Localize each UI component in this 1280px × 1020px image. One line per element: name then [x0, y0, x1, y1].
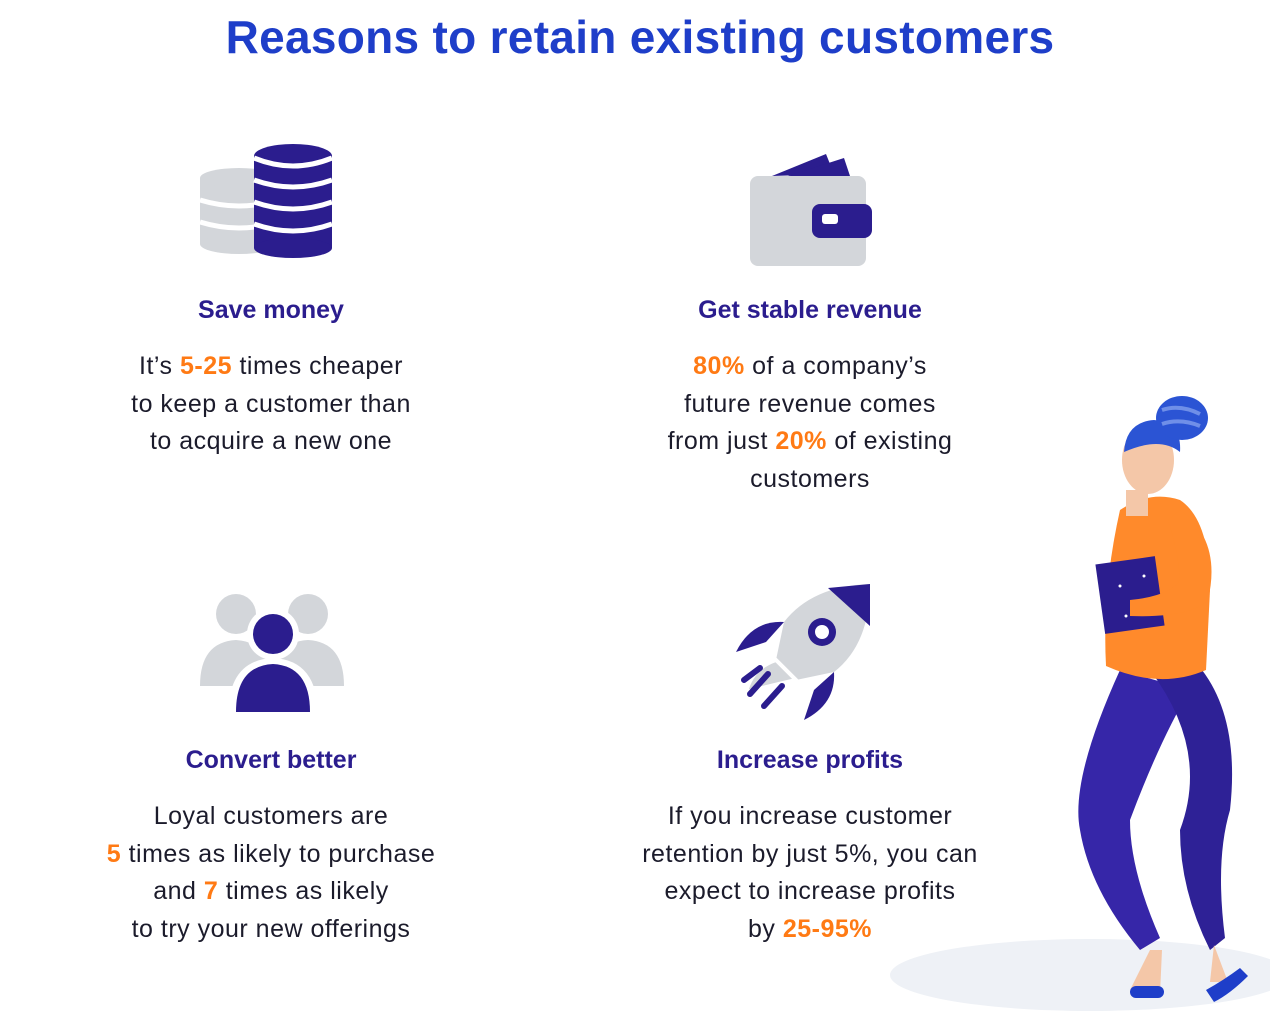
text-segment: retention by just 5%, you can	[642, 839, 978, 868]
text-segment: times cheaper	[232, 352, 403, 380]
text-segment: and	[153, 877, 204, 905]
reason-text-line: If you increase customer	[600, 798, 1020, 836]
text-segment: customers	[750, 464, 870, 493]
page-title: Reasons to retain existing customers	[225, 11, 1055, 63]
text-segment: to keep a customer than	[131, 389, 411, 418]
highlight-stat: 5	[106, 839, 122, 868]
reason-text-line: Loyal customers are	[61, 798, 481, 836]
text-segment: It’s	[139, 352, 180, 380]
text-segment: expect to increase profits	[664, 877, 956, 905]
reason-text-line: from just 20% of existing	[600, 423, 1020, 461]
reason-text-line: retention by just 5%, you can	[600, 836, 1020, 874]
text-segment: of a company’s	[744, 352, 927, 380]
reason-text-increase-profits: If you increase customer retention by jus…	[600, 798, 1020, 948]
highlight-stat: 7	[203, 877, 219, 905]
reason-text-line: customers	[600, 461, 1020, 499]
reason-text-line: expect to increase profits	[600, 873, 1020, 911]
coin-stack-icon	[199, 144, 333, 258]
text-segment: future revenue comes	[684, 389, 936, 418]
reason-text-line: to try your new offerings	[61, 911, 481, 949]
reason-text-line: and 7 times as likely	[61, 873, 481, 911]
reason-heading-stable-revenue: Get stable revenue	[698, 296, 922, 324]
reason-heading-convert-better: Convert better	[185, 746, 357, 774]
reason-text-line: future revenue comes	[600, 386, 1020, 424]
reason-heading-save-money: Save money	[198, 296, 344, 324]
highlight-stat: 25-95%	[782, 914, 873, 943]
reason-text-stable-revenue: 80% of a company’s future revenue comes fr…	[600, 348, 1020, 498]
highlight-stat: 20%	[775, 427, 827, 455]
reason-heading-increase-profits: Increase profits	[716, 746, 904, 774]
highlight-stat: 5-25	[179, 352, 233, 380]
reason-text-line: to acquire a new one	[61, 423, 481, 461]
text-segment: to try your new offerings	[131, 914, 411, 943]
reason-text-convert-better: Loyal customers are 5 times as likely to …	[61, 798, 481, 948]
woman-holding-book-illustration	[890, 396, 1270, 1011]
text-segment: Loyal customers are	[153, 802, 389, 830]
reason-text-line: to keep a customer than	[61, 386, 481, 424]
text-segment: from just	[667, 427, 776, 455]
text-segment: by	[747, 914, 783, 943]
text-segment: times as likely to purchase	[121, 839, 436, 868]
reason-text-line: by 25-95%	[600, 911, 1020, 949]
reason-text-line: 5 times as likely to purchase	[61, 836, 481, 874]
reason-text-line: It’s 5-25 times cheaper	[61, 348, 481, 386]
reason-text-save-money: It’s 5-25 times cheaper to keep a custome…	[61, 348, 481, 461]
wallet-icon	[750, 154, 872, 266]
highlight-stat: 80%	[693, 352, 745, 380]
text-segment: to acquire a new one	[149, 427, 393, 455]
reason-text-line: 80% of a company’s	[600, 348, 1020, 386]
text-segment: times as likely	[218, 877, 389, 905]
people-group-icon	[200, 594, 344, 716]
rocket-icon	[736, 584, 870, 720]
text-segment: If you increase customer	[667, 802, 953, 830]
text-segment: of existing	[826, 427, 953, 455]
